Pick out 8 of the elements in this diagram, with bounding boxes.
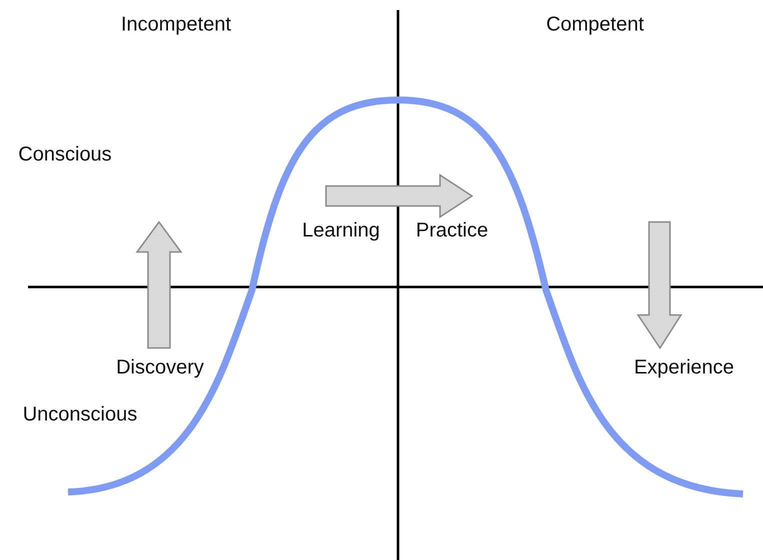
- stage-label: Experience: [634, 356, 734, 380]
- column-heading: Competent: [546, 14, 644, 36]
- stage-label: Discovery: [116, 356, 204, 380]
- column-heading: Incompetent: [120, 14, 232, 36]
- row-heading: Conscious: [18, 144, 112, 166]
- stage-label: Learning: [302, 220, 380, 242]
- row-heading: Unconscious: [22, 404, 138, 426]
- stage-label: Practice: [416, 220, 488, 242]
